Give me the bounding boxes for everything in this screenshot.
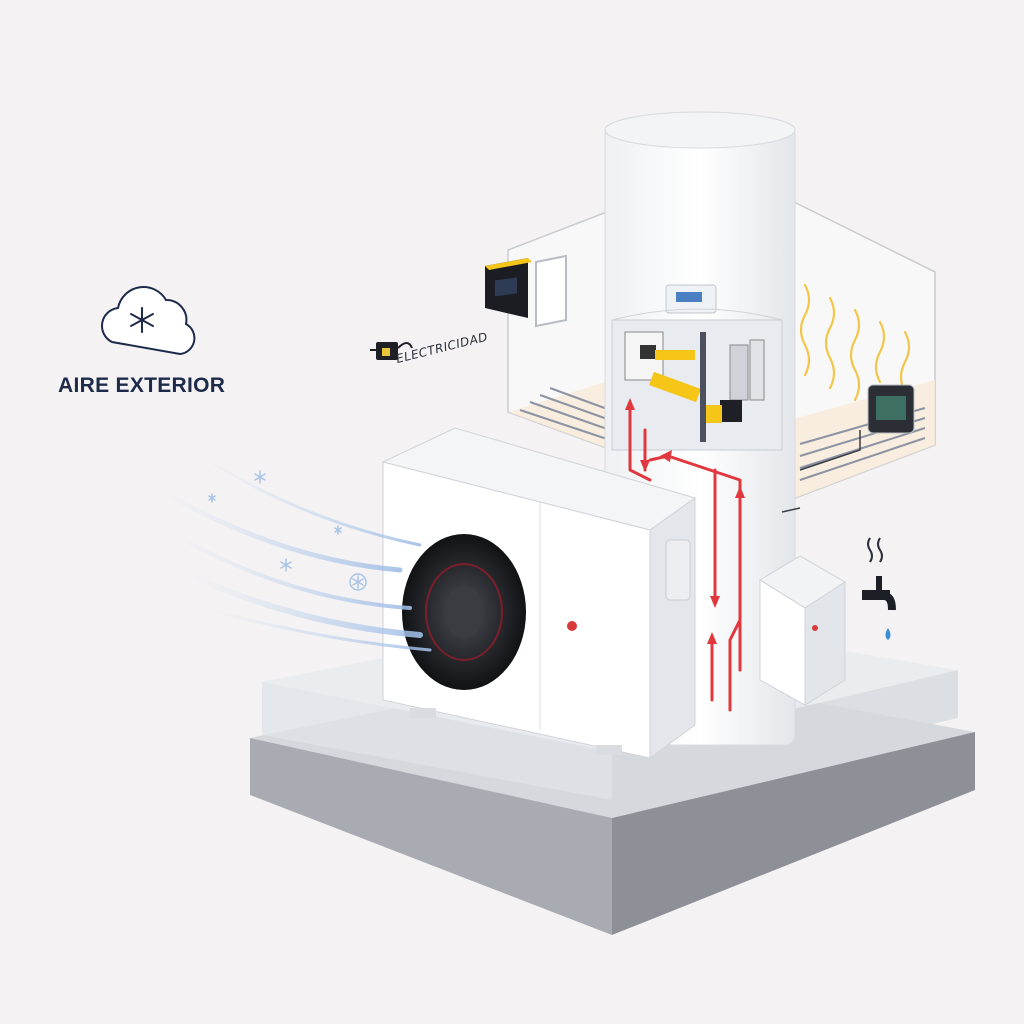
water-module-box [759,555,846,706]
flow-arrows [628,408,742,712]
outdoor-air-label: AIRE EXTERIOR [58,374,226,397]
snowflake-particles [208,470,367,591]
outdoor-heat-pump-unit [381,427,697,759]
flow-arrowheads [625,398,745,644]
outdoor-air-stream [157,453,432,652]
power-plug-icon [370,342,413,360]
heat-waves [799,283,911,402]
pipe-connectors [781,430,861,513]
wall-thermostat-right [867,384,915,434]
snowflake-cloud-icon [101,286,196,356]
hot-water-faucet-icon [862,537,896,640]
underfloor-heating [519,387,926,481]
wall-thermostat-left [485,254,567,328]
